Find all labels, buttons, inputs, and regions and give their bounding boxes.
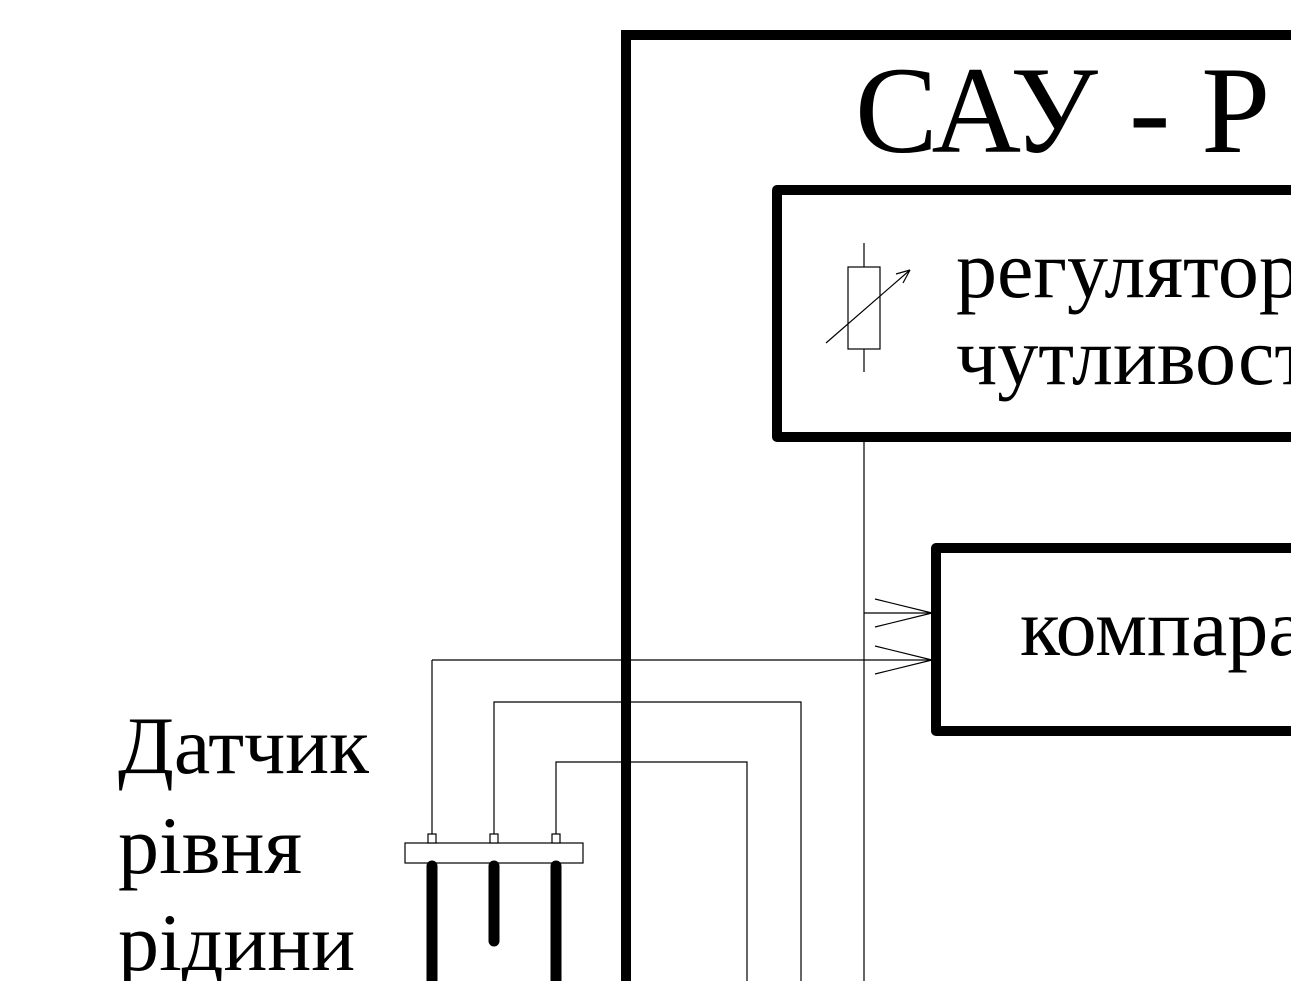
regulator-label-line1: регулятор	[956, 224, 1291, 315]
regulator-block	[772, 185, 1291, 442]
comparator-input-arrow-1	[864, 598, 933, 628]
device-frame	[621, 30, 1291, 981]
sensor-wire-2	[493, 701, 802, 981]
comparator-input-arrow-2	[432, 645, 933, 675]
sensor-wire-3	[555, 761, 748, 981]
level-sensor-electrodes-icon	[404, 833, 584, 981]
sensor-label-line1: Датчик	[118, 700, 369, 791]
comparator-block	[931, 543, 1291, 736]
variable-resistor-icon	[825, 243, 911, 372]
sensor-label-line3: рідини	[118, 897, 355, 981]
regulator-label-line2: чутливості	[956, 311, 1291, 402]
comparator-label: компаратор	[1020, 582, 1291, 673]
sensor-label-line2: рівня	[118, 800, 302, 891]
device-title: САУ - Р	[855, 42, 1270, 179]
